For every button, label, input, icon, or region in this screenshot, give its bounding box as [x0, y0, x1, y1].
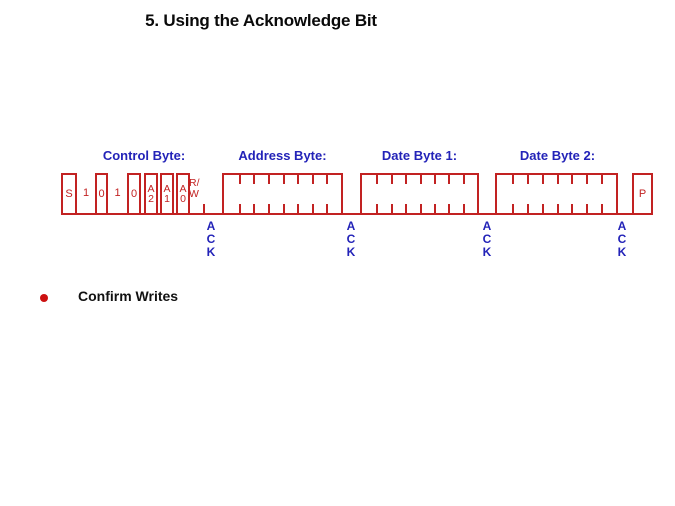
bullet-icon	[40, 294, 48, 302]
bit-divider-tick	[433, 175, 436, 213]
address-bit-a0: A 0	[176, 173, 190, 213]
address-bit-a1-top: A	[163, 183, 171, 195]
start-bit-box: S	[61, 173, 77, 213]
bit-divider-tick	[419, 175, 422, 213]
data-byte-2-label: Date Byte 2:	[519, 148, 596, 163]
ack-letter: A	[482, 219, 492, 233]
read-write-bit-top: R/	[189, 177, 200, 189]
bit-divider-tick	[601, 175, 604, 213]
code-bit-1: 1	[82, 187, 90, 199]
bit-divider-tick	[526, 175, 529, 213]
bit-divider-tick	[541, 175, 544, 213]
bit-divider-tick	[571, 175, 574, 213]
bit-divider-tick	[390, 175, 393, 213]
address-byte-frame	[222, 173, 343, 215]
bit-divider-tick	[448, 175, 451, 213]
data-byte-1-label: Date Byte 1:	[381, 148, 458, 163]
waveform-baseline	[61, 213, 653, 215]
address-bit-a1: A 1	[160, 173, 174, 213]
code-bit-0b: 0	[127, 173, 141, 213]
rw-bit-tick	[203, 204, 205, 213]
ack-letter: C	[617, 232, 627, 246]
address-bit-a1-bottom: 1	[164, 193, 170, 205]
bit-divider-tick	[311, 175, 314, 213]
ack-letter: C	[482, 232, 492, 246]
bit-divider-tick	[556, 175, 559, 213]
bit-divider-tick	[267, 175, 270, 213]
address-bit-a2-bottom: 2	[148, 193, 154, 205]
ack-letter: K	[482, 245, 492, 259]
code-bit-1b: 1	[114, 187, 121, 199]
ack-marker-address: A C K	[340, 220, 362, 259]
read-write-bit-bottom: W	[189, 188, 199, 200]
ack-letter: C	[346, 232, 356, 246]
ack-letter: A	[206, 219, 216, 233]
ack-marker-data1: A C K	[476, 220, 498, 259]
data-byte-1-frame	[360, 173, 479, 215]
bit-divider-tick	[405, 175, 408, 213]
bit-divider-tick	[297, 175, 300, 213]
ack-letter: K	[617, 245, 627, 259]
bit-divider-tick	[462, 175, 465, 213]
bit-divider-tick	[282, 175, 285, 213]
bit-divider-tick	[511, 175, 514, 213]
bit-divider-tick	[326, 175, 329, 213]
address-bit-a0-top: A	[179, 183, 187, 195]
ack-letter: C	[206, 232, 216, 246]
slide-title: 5. Using the Acknowledge Bit	[145, 11, 377, 30]
ack-letter: K	[206, 245, 216, 259]
ack-letter: A	[346, 219, 356, 233]
address-bit-a2-top: A	[147, 183, 155, 195]
code-bit-0: 0	[95, 173, 108, 213]
bit-divider-tick	[238, 175, 241, 213]
bullet-item-text: Confirm Writes	[78, 288, 179, 304]
bit-divider-tick	[376, 175, 379, 213]
ack-letter: K	[346, 245, 356, 259]
ack-letter: A	[617, 219, 627, 233]
bit-divider-tick	[586, 175, 589, 213]
address-bit-a0-bottom: 0	[180, 193, 186, 205]
ack-marker-control: A C K	[200, 220, 222, 259]
address-byte-label: Address Byte:	[238, 148, 327, 163]
address-bit-a2: A 2	[144, 173, 158, 213]
data-byte-2-frame	[495, 173, 618, 215]
bit-divider-tick	[253, 175, 256, 213]
read-write-bit: R/ W	[189, 178, 200, 200]
ack-marker-data2: A C K	[611, 220, 633, 259]
stop-bit-box: P	[632, 173, 653, 215]
control-byte-label: Control Byte:	[102, 148, 186, 163]
